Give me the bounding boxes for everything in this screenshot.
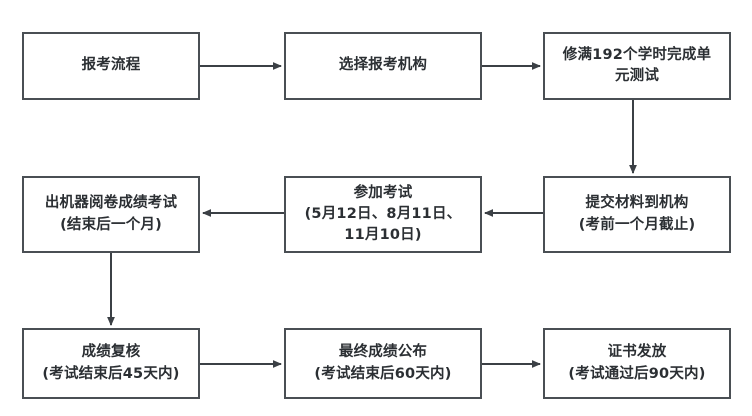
node-text-line: 提交材料到机构 bbox=[585, 195, 689, 212]
node-machine-score[interactable]: 出机器阅卷成绩考试 (结束后一个月) bbox=[22, 176, 200, 253]
node-text-line: 选择报考机构 bbox=[338, 57, 428, 74]
node-complete-hours[interactable]: 修满192个学时完成单 元测试 bbox=[543, 32, 731, 100]
node-text-line: (考试结束后45天内) bbox=[42, 365, 180, 382]
node-text-line: 证书发放 bbox=[607, 344, 667, 361]
node-submit-materials[interactable]: 提交材料到机构 (考前一个月截止) bbox=[543, 176, 731, 253]
node-text-line: 报考流程 bbox=[81, 57, 141, 74]
node-text-line: 修满192个学时完成单 bbox=[562, 46, 712, 63]
node-text-line: (结束后一个月) bbox=[60, 216, 162, 233]
node-score-review[interactable]: 成绩复核 (考试结束后45天内) bbox=[22, 328, 200, 399]
node-text-line: (考前一个月截止) bbox=[578, 216, 696, 233]
node-text-line: 最终成绩公布 bbox=[338, 344, 428, 361]
node-text-line: 出机器阅卷成绩考试 bbox=[44, 195, 178, 212]
node-certificate[interactable]: 证书发放 (考试通过后90天内) bbox=[543, 328, 731, 399]
node-apply-process[interactable]: 报考流程 bbox=[22, 32, 200, 100]
node-final-score[interactable]: 最终成绩公布 (考试结束后60天内) bbox=[284, 328, 482, 399]
node-text-line: (考试通过后90天内) bbox=[568, 365, 706, 382]
node-choose-agency[interactable]: 选择报考机构 bbox=[284, 32, 482, 100]
node-text-line: (5月12日、8月11日、 bbox=[304, 205, 462, 222]
node-text-line: (考试结束后60天内) bbox=[314, 365, 452, 382]
node-take-exam[interactable]: 参加考试 (5月12日、8月11日、 11月10日) bbox=[284, 176, 482, 253]
node-text-line: 11月10日) bbox=[344, 227, 422, 243]
node-text-line: 参加考试 bbox=[353, 184, 413, 201]
node-text-line: 成绩复核 bbox=[81, 344, 141, 361]
node-text-line: 元测试 bbox=[614, 68, 660, 84]
